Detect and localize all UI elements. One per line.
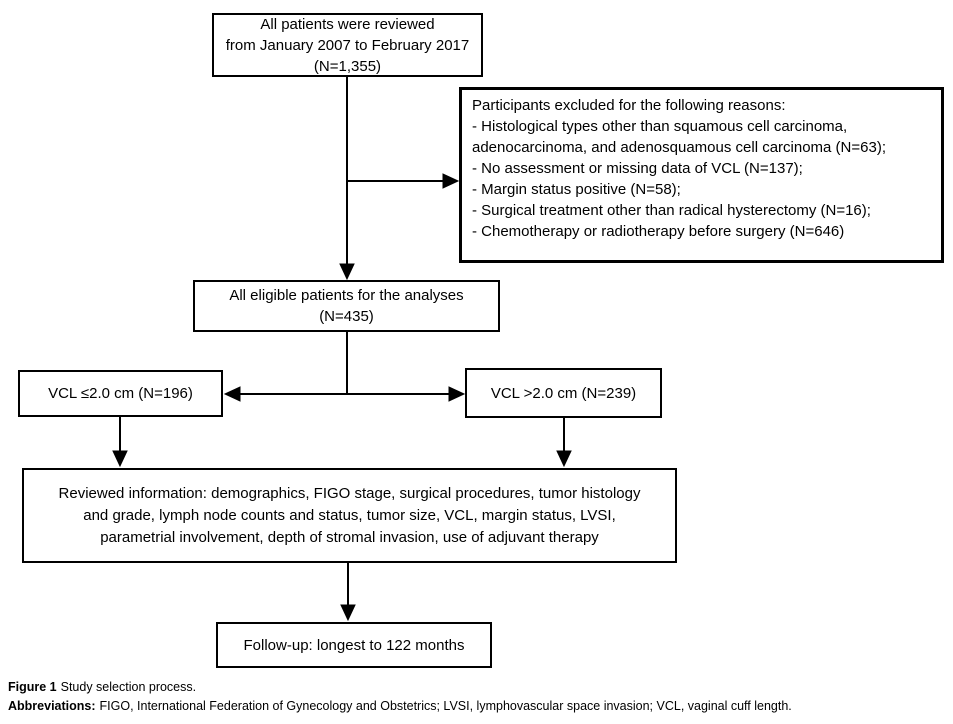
figure-caption-text: Study selection process. [60,680,197,694]
arrowhead-left-vcl-short [223,386,241,402]
figure-abbreviations-label: Abbreviations: [8,699,96,713]
figure-abbreviations-text: FIGO, International Federation of Gyneco… [99,699,792,713]
arrowhead-down-reviewed-right [556,450,572,468]
arrowhead-right-excluded [442,173,460,189]
node-participants-excluded: Participants excluded for the following … [459,87,944,263]
node-vcl-short: VCL ≤2.0 cm (N=196) [18,370,223,417]
node-eligible-patients: All eligible patients for the analyses (… [193,280,500,332]
node-followup: Follow-up: longest to 122 months [216,622,492,668]
node-vcl-long: VCL >2.0 cm (N=239) [465,368,662,418]
arrowhead-down-eligible [339,263,355,281]
arrowhead-down-followup [340,604,356,622]
arrowhead-right-vcl-long [448,386,466,402]
node-reviewed-information: Reviewed information: demographics, FIGO… [22,468,677,563]
arrowhead-down-reviewed-left [112,450,128,468]
figure-abbreviations: Abbreviations:FIGO, International Federa… [8,697,938,716]
figure-caption-label: Figure 1 [8,680,57,694]
node-all-patients: All patients were reviewed from January … [212,13,483,77]
